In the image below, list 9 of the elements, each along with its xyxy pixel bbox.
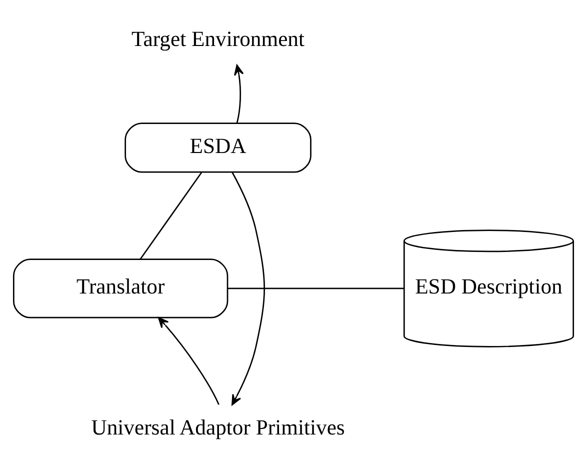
arrow: [232, 171, 265, 405]
node-box: ESDA: [124, 122, 312, 172]
arrow: [158, 316, 220, 404]
connector: [228, 287, 404, 289]
connector: [140, 172, 202, 260]
node-text: Target Environment: [132, 26, 305, 50]
node-box: Translator: [13, 258, 228, 318]
node-text: Universal Adaptor Primitives: [91, 414, 345, 439]
arrow: [234, 64, 244, 123]
